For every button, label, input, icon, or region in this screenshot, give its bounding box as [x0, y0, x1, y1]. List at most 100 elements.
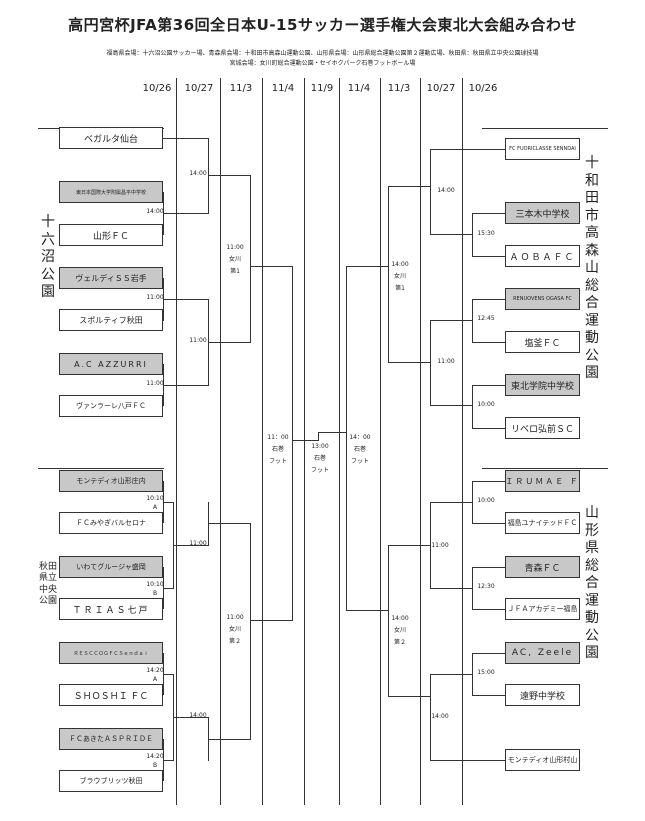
match-time: 13:00 — [311, 443, 329, 450]
bracket-line — [208, 523, 250, 524]
bracket-line — [388, 545, 431, 546]
bracket-line — [430, 760, 505, 761]
date-header: 10/26 — [142, 83, 172, 94]
match-field: 第1 — [395, 285, 405, 292]
bracket-line — [472, 213, 505, 214]
bracket-line — [388, 362, 431, 363]
bracket-line — [472, 695, 505, 696]
bracket-line — [250, 523, 251, 740]
date-column-divider — [220, 78, 221, 805]
bracket-line — [472, 299, 473, 342]
team-slot: モンテディオ山形村山 — [505, 749, 580, 771]
team-slot: 東日本国際大学附属昌平中学校 — [59, 181, 163, 203]
group-separator — [38, 468, 164, 469]
bracket-line — [250, 620, 292, 621]
match-time: 14:00 — [146, 208, 164, 215]
team-slot: ＪＦＡアカデミー福島 — [505, 598, 580, 620]
date-header: 11/4 — [271, 83, 295, 94]
group-separator — [482, 468, 608, 469]
date-column-divider — [176, 78, 177, 805]
bracket-line — [388, 545, 389, 697]
date-header: 10/27 — [426, 83, 456, 94]
team-slot: RENUOVENS OGASA FC — [505, 288, 580, 310]
bracket-line — [472, 385, 505, 386]
match-time: 10:00 — [477, 401, 495, 408]
date-header: 11/4 — [347, 83, 371, 94]
venue-label-left-bottom: 秋田県立中央公園 — [38, 562, 57, 606]
team-slot: ＦＣみやぎバルセロナ — [59, 512, 163, 534]
match-time: 14：00 — [349, 434, 371, 441]
team-slot: モンテディオ山形庄内 — [59, 470, 163, 492]
match-field: 第２ — [228, 638, 241, 645]
bracket-line — [346, 266, 347, 611]
bracket-line — [208, 175, 250, 176]
venue-label-right-bottom: 山形県総合運動公園 — [585, 505, 599, 661]
bracket-line — [292, 440, 318, 441]
date-header: 10/26 — [468, 83, 498, 94]
bracket-line — [472, 256, 505, 257]
team-slot: A.C AZZURRI — [59, 353, 163, 375]
match-time: 11：00 — [267, 434, 289, 441]
bracket-line — [472, 523, 505, 524]
match-time: 14:00 — [189, 712, 207, 719]
match-field: A — [152, 504, 158, 511]
date-header: 11/3 — [387, 83, 411, 94]
team-slot: ベガルタ仙台 — [59, 127, 163, 149]
bracket-line — [163, 502, 173, 503]
date-column-divider — [262, 78, 263, 805]
bracket-line — [472, 481, 473, 523]
bracket-line — [318, 432, 346, 433]
team-slot: 山形ＦＣ — [59, 224, 163, 246]
bracket-line — [430, 149, 505, 150]
match-time: 10:10 — [146, 581, 164, 588]
bracket-line — [472, 567, 505, 568]
team-slot: 東北学院中学校 — [505, 374, 580, 396]
bracket-line — [163, 588, 173, 589]
match-field: A — [152, 676, 158, 683]
team-slot: 遠野中学校 — [505, 684, 580, 706]
team-slot: AC, Zeele — [505, 642, 580, 664]
bracket-line — [472, 653, 473, 695]
team-slot: 福島ユナイテッドＦＣ — [505, 512, 580, 534]
bracket-line — [173, 545, 209, 546]
page-title: 高円宮杯JFA第36回全日本U-15サッカー選手権大会東北大会組み合わせ — [68, 16, 577, 34]
team-slot: ヴェルディＳＳ岩手 — [59, 267, 163, 289]
bracket-line — [472, 481, 505, 482]
bracket-line — [163, 138, 209, 139]
bracket-line — [430, 588, 472, 589]
bracket-line — [163, 760, 173, 761]
bracket-line — [472, 609, 505, 610]
bracket-line — [250, 266, 292, 267]
bracket-line — [472, 213, 473, 256]
match-time: 11:00 — [189, 540, 207, 547]
team-slot: ＡＯＢＡＦＣ — [505, 245, 580, 267]
bracket-line — [472, 653, 505, 654]
match-time: 11:00 — [431, 542, 449, 549]
bracket-line — [430, 502, 472, 503]
bracket-line — [430, 502, 431, 589]
bracket-line — [430, 149, 431, 235]
match-venue: 女川 — [393, 273, 406, 280]
match-venue: 女川 — [228, 256, 241, 263]
date-column-divider — [420, 78, 421, 805]
match-time: 14:20 — [146, 753, 164, 760]
bracket-line — [472, 299, 505, 300]
match-field: B — [152, 762, 158, 769]
match-time: 10:00 — [477, 497, 495, 504]
date-column-divider — [304, 78, 305, 805]
team-slot: ＲＥＳＣＣＯＧＦＣＳｅｎｄａｉ — [59, 642, 163, 664]
match-time: 14:00 — [391, 261, 409, 268]
match-time: 15:30 — [477, 230, 495, 237]
team-slot: 三本木中学校 — [505, 202, 580, 224]
team-slot: ＦＣあきたＡＳＰＲＩＤＥ — [59, 728, 163, 750]
bracket-line — [430, 234, 472, 235]
date-column-divider — [380, 78, 381, 805]
team-slot: いわてグルージャ盛岡 — [59, 556, 163, 578]
team-slot: ＳＨＯＳＨＩ ＦＣ — [59, 684, 163, 706]
match-venue: 石巻 — [313, 455, 326, 462]
bracket-line — [472, 342, 505, 343]
venue-label-right-top: 十和田市高森山総合運動公園 — [585, 155, 599, 381]
bracket-line — [346, 610, 389, 611]
match-time: 11:00 — [146, 294, 164, 301]
bracket-line — [472, 385, 473, 428]
